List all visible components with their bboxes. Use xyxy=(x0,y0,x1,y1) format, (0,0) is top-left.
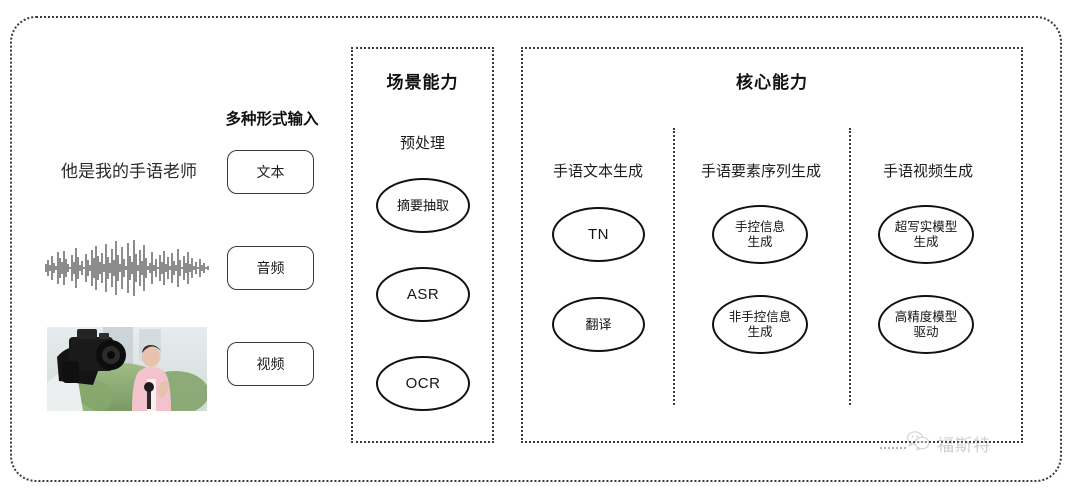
input-modality-video-label: 视频 xyxy=(256,356,285,372)
input-modality-text[interactable]: 文本 xyxy=(227,150,314,194)
core-node-tn-label: TN xyxy=(588,225,609,243)
wechat-icon xyxy=(906,430,932,457)
core-node-tn[interactable]: TN xyxy=(552,207,645,262)
scene-node-asr-label: ASR xyxy=(406,285,440,303)
watermark: 福斯特 xyxy=(906,430,991,457)
core-node-hyperrealistic-model-generation-label: 超写实模型 生成 xyxy=(894,219,958,249)
input-modality-text-label: 文本 xyxy=(256,164,285,180)
watermark-text: 福斯特 xyxy=(937,436,991,455)
scene-node-ocr-label: OCR xyxy=(405,374,441,392)
core-column-header-sign-video-generation: 手语视频生成 xyxy=(882,163,973,180)
sample-text-label: 他是我的手语老师 xyxy=(61,162,197,181)
input-section-heading: 多种形式输入 xyxy=(225,111,319,128)
input-modality-audio-label: 音频 xyxy=(256,260,285,276)
core-node-translation[interactable]: 翻译 xyxy=(552,297,645,352)
scene-panel-subtitle: 预处理 xyxy=(399,135,445,152)
scene-node-ocr[interactable]: OCR xyxy=(376,356,470,411)
core-node-high-precision-model-driving[interactable]: 高精度模型 驱动 xyxy=(878,295,974,354)
input-modality-audio[interactable]: 音频 xyxy=(227,246,314,290)
scene-node-summary-extraction-label: 摘要抽取 xyxy=(396,197,449,213)
outer-frame xyxy=(10,16,1062,482)
core-node-non-manual-info-generation-label: 非手控信息 生成 xyxy=(728,309,792,339)
core-column-header-sign-text-generation: 手语文本生成 xyxy=(552,163,643,180)
core-panel-title: 核心能力 xyxy=(736,73,808,92)
scene-panel-title: 场景能力 xyxy=(386,73,459,92)
waveform-icon xyxy=(42,238,214,298)
video-thumbnail-icon xyxy=(47,327,207,411)
core-node-non-manual-info-generation[interactable]: 非手控信息 生成 xyxy=(712,295,808,354)
core-node-manual-info-generation[interactable]: 手控信息 生成 xyxy=(712,205,808,264)
core-node-high-precision-model-driving-label: 高精度模型 驱动 xyxy=(894,309,958,339)
core-node-manual-info-generation-label: 手控信息 生成 xyxy=(734,219,785,249)
watermark-leader-line xyxy=(880,447,906,449)
core-column-divider-2 xyxy=(849,128,851,405)
core-column-divider-1 xyxy=(673,128,675,405)
core-capability-panel xyxy=(521,47,1023,443)
scene-node-asr[interactable]: ASR xyxy=(376,267,470,322)
scene-node-summary-extraction[interactable]: 摘要抽取 xyxy=(376,178,470,233)
core-node-hyperrealistic-model-generation[interactable]: 超写实模型 生成 xyxy=(878,205,974,264)
core-node-translation-label: 翻译 xyxy=(585,316,612,332)
core-column-header-sign-element-sequence-generation: 手语要素序列生成 xyxy=(700,163,821,180)
scene-capability-panel xyxy=(351,47,494,443)
input-modality-video[interactable]: 视频 xyxy=(227,342,314,386)
